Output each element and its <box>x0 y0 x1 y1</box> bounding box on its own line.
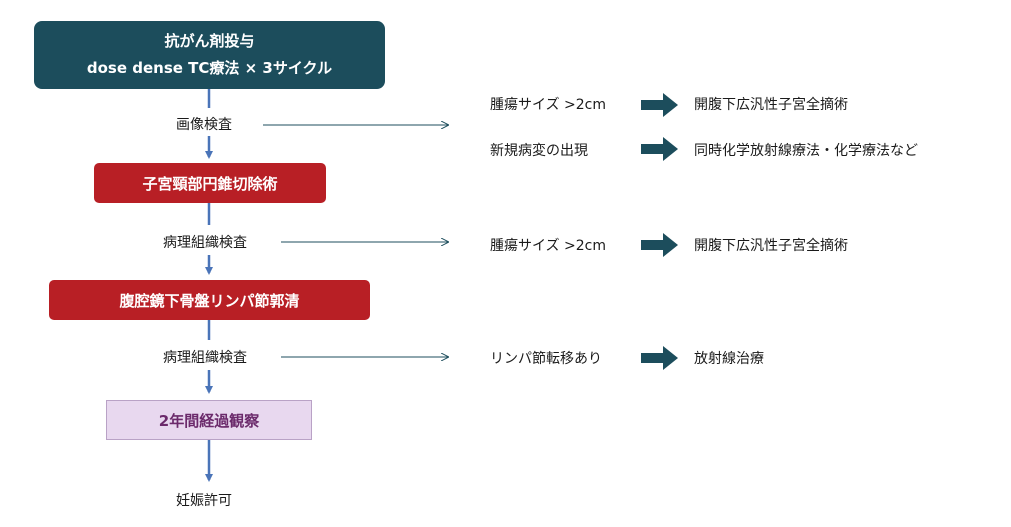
chemotherapy-title: 抗がん剤投与 <box>164 32 255 50</box>
condition-tumor-size: 腫瘍サイズ >2cm <box>490 238 607 254</box>
imaging-exam-label: 画像検査 <box>176 117 232 133</box>
observation-label: 2年間経過観察 <box>158 411 260 430</box>
pathology-exam-label: 病理組織検査 <box>163 235 247 251</box>
condition-lymph-metastasis: リンパ節転移あり <box>490 351 602 367</box>
action-chemoradiotherapy: 同時化学放射線療法・化学療法など <box>694 143 918 159</box>
lymphadenectomy-label: 腹腔鏡下骨盤リンパ節郭清 <box>119 291 300 310</box>
block-arrow <box>641 233 678 257</box>
chemotherapy-box: 抗がん剤投与 dose dense TC療法 × 3サイクル <box>34 21 385 89</box>
condition-tumor-size: 腫瘍サイズ >2cm <box>490 97 607 113</box>
pathology-exam-label: 病理組織検査 <box>163 350 247 366</box>
block-arrow <box>641 346 678 370</box>
block-arrow <box>641 93 678 117</box>
condition-new-lesion: 新規病変の出現 <box>490 143 588 159</box>
conization-box: 子宮頸部円錐切除術 <box>94 163 326 203</box>
lymphadenectomy-box: 腹腔鏡下骨盤リンパ節郭清 <box>49 280 370 320</box>
conization-label: 子宮頸部円錐切除術 <box>142 174 278 193</box>
observation-box: 2年間経過観察 <box>106 400 312 440</box>
chemotherapy-regimen: dose dense TC療法 × 3サイクル <box>86 59 333 77</box>
pregnancy-permission-label: 妊娠許可 <box>176 493 232 509</box>
block-arrow <box>641 137 678 161</box>
action-radical-hysterectomy: 開腹下広汎性子宮全摘術 <box>694 238 848 254</box>
action-radical-hysterectomy: 開腹下広汎性子宮全摘術 <box>694 97 848 113</box>
action-radiotherapy: 放射線治療 <box>694 351 764 367</box>
